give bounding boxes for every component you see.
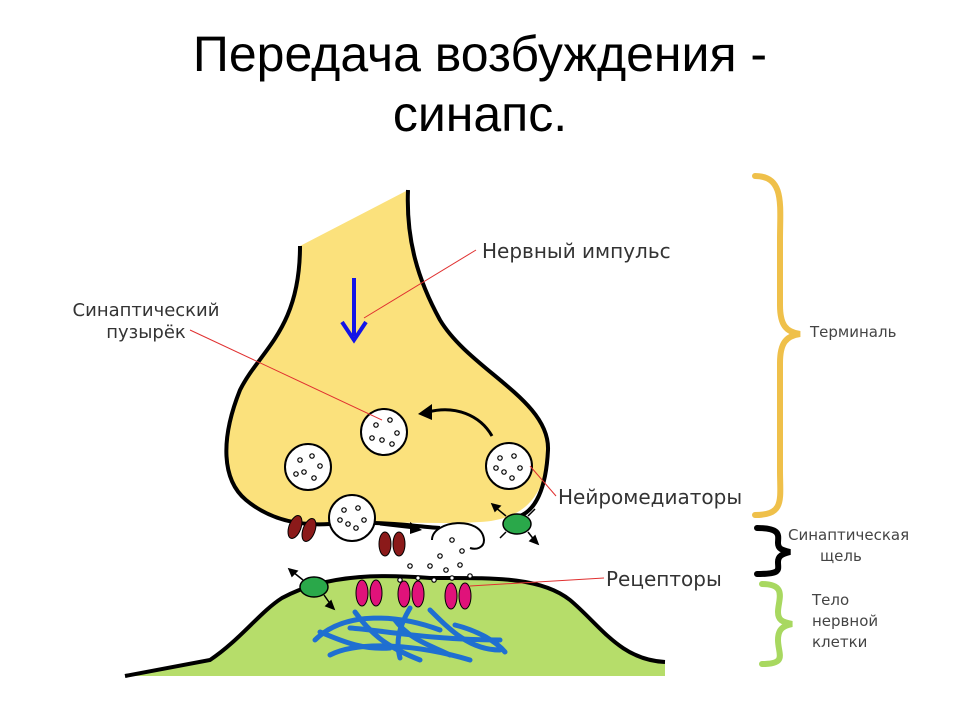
vesicle-neurotransmitters [293,417,523,531]
title-line-2: синапс. [392,86,568,142]
reuptake-transporters [299,513,532,598]
label-cell-body-line3: клетки [812,633,868,651]
vesicle-movement-arrowhead [418,404,432,420]
cytoskeleton-fibers [312,605,508,663]
label-synaptic-cleft-line2: щель [820,547,862,565]
body-brace [759,581,793,667]
vesicle [485,442,533,490]
impulse-arrowhead [340,320,368,344]
vesicle-movement-arrow [427,408,494,437]
pointer-lines [189,249,605,587]
synaptic-vesicles [284,408,533,542]
label-synaptic-cleft: Синаптическая щель [788,525,909,567]
cell-body-shape [125,576,665,676]
label-synaptic-vesicle-line1: Синаптический [72,300,220,321]
cleft-brace [754,525,791,577]
terminal-outline-right [405,189,551,518]
vesicle [284,443,332,491]
release-arrow [379,522,416,530]
transport-arrows [287,502,540,611]
label-receptors: Рецепторы [606,567,722,591]
vesicle [360,408,408,456]
cell-body-outline [124,574,666,678]
label-synaptic-vesicle-line2: пузырёк [106,322,186,343]
label-nerve-impulse: Нервный импульс [482,239,671,263]
label-neuromediators: Нейромедиаторы [558,485,743,509]
terminal-brace [752,173,801,518]
released-neurotransmitters [397,537,473,583]
fusing-vesicle [431,522,486,550]
terminal-shape [226,190,549,525]
slide-title: Передача возбуждения - синапс. [0,24,960,144]
calcium-channels [287,515,406,557]
label-terminal: Терминаль [810,323,897,341]
label-cell-body-line1: Тело [812,591,850,609]
receptor-proteins [355,579,472,610]
label-cell-body-line2: нервной [812,612,879,630]
vesicle [328,494,376,542]
label-synaptic-vesicle: Синаптический пузырёк [46,300,246,344]
label-cell-body: Тело нервной клетки [812,590,878,653]
label-synaptic-cleft-line1: Синаптическая [788,526,910,544]
release-arrowhead [410,522,422,534]
title-line-1: Передача возбуждения - [192,26,768,82]
